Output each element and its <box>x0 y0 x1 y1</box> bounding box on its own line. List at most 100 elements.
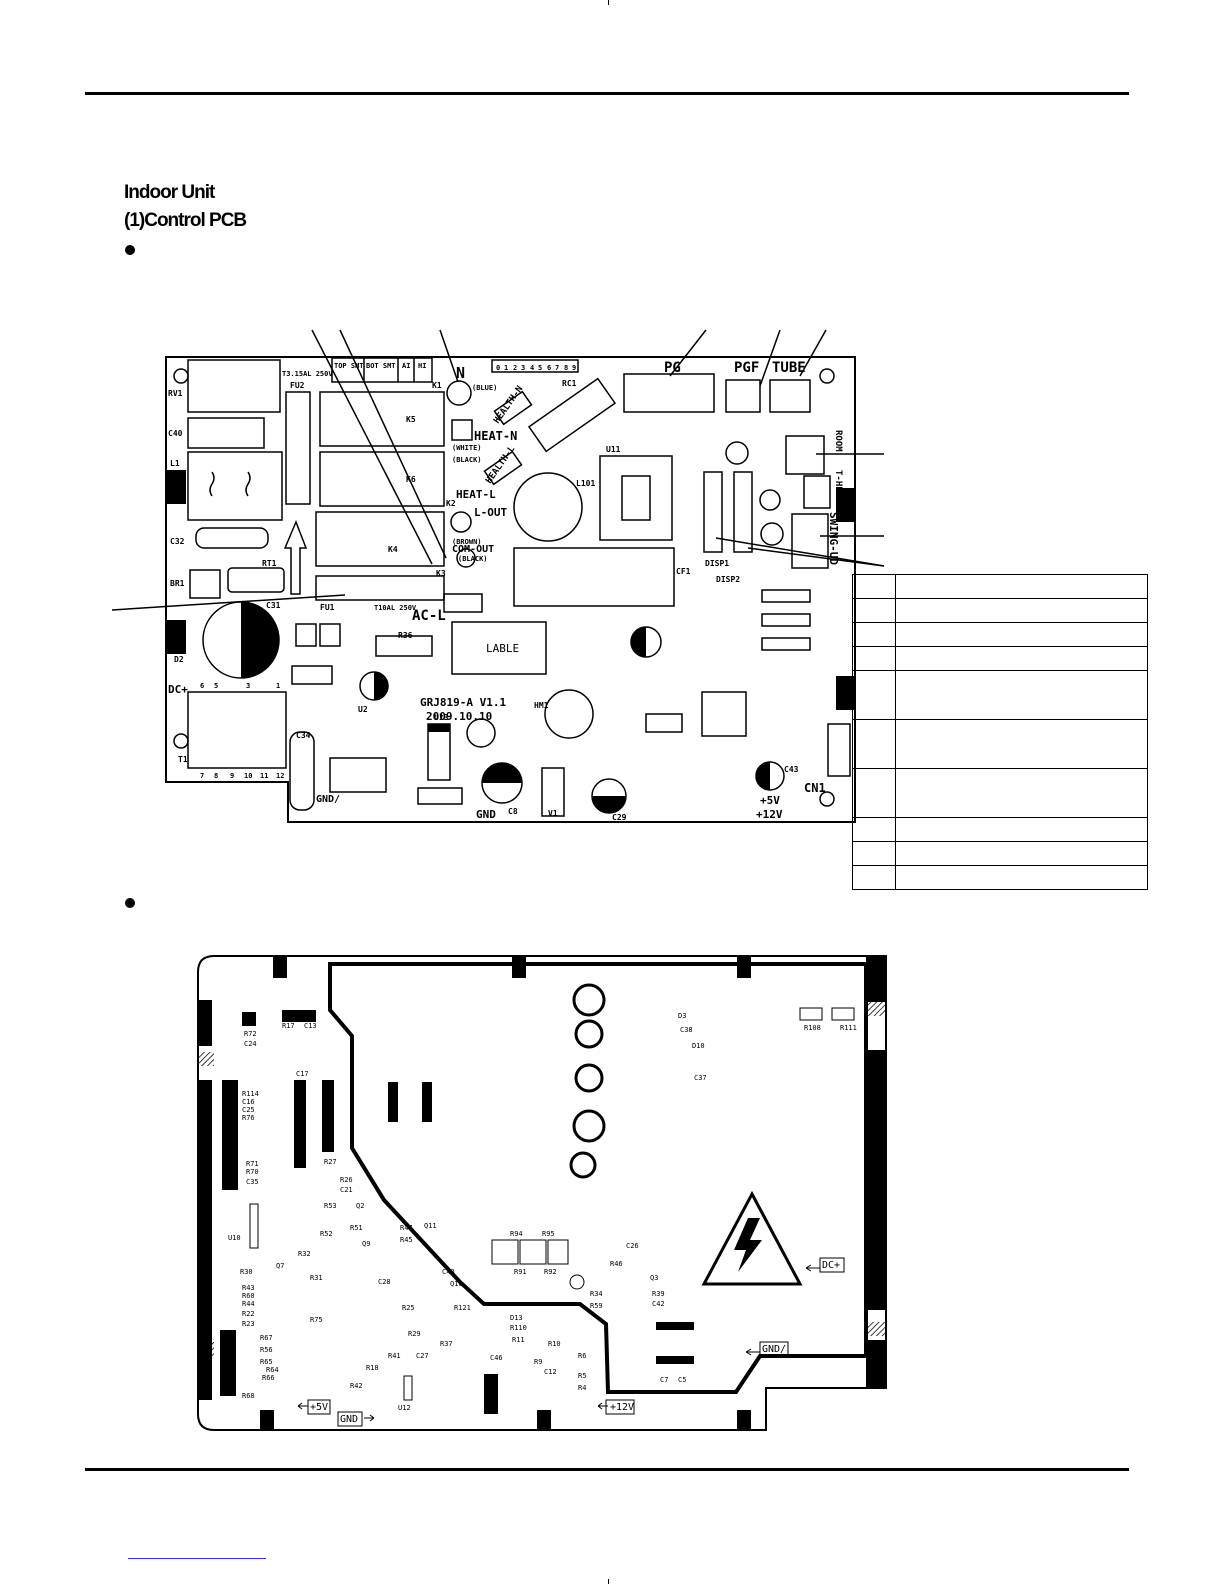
label-c29: C29 <box>612 813 627 822</box>
label-l-out: L-OUT <box>474 506 507 519</box>
label-r68: R68 <box>242 1392 255 1400</box>
label-dc-plus-bottom: DC+ <box>822 1260 840 1271</box>
jumper-0: 0 <box>496 364 500 372</box>
label-t-heat: T-HEAT <box>833 470 843 503</box>
label-q7: Q7 <box>276 1262 284 1270</box>
label-r111: R111 <box>840 1024 857 1032</box>
label-u11: U11 <box>606 445 621 454</box>
label-r47: R47 <box>400 1224 413 1232</box>
label-model: GRJ819-A V1.1 <box>420 696 506 709</box>
legend-row <box>852 574 1148 599</box>
pin-6: 6 <box>200 682 204 690</box>
label-r91: R91 <box>514 1268 527 1276</box>
label-r22: R22 <box>242 1310 255 1318</box>
label-gnd: GND <box>476 808 496 821</box>
pin-7: 7 <box>200 772 204 780</box>
label-r37: R37 <box>440 1340 453 1348</box>
label-r23: R23 <box>242 1320 255 1328</box>
label-r76: R76 <box>242 1114 255 1122</box>
label-r110: R110 <box>510 1324 527 1332</box>
label-cf1: CF1 <box>676 567 691 576</box>
label-c24: C24 <box>244 1040 257 1048</box>
label-r25: R25 <box>402 1304 415 1312</box>
label-r6: R6 <box>578 1352 586 1360</box>
label-t1: T1 <box>178 755 188 764</box>
label-c17: C17 <box>296 1070 309 1078</box>
label-r30: R30 <box>240 1268 253 1276</box>
label-c16: C16 <box>242 1098 255 1106</box>
switch-label-hi: HI <box>418 362 426 370</box>
legend-row <box>852 646 1148 671</box>
label-r67: R67 <box>260 1334 273 1342</box>
label-u12: U12 <box>398 1404 411 1412</box>
label-r64: R64 <box>266 1366 279 1374</box>
label-r29: R29 <box>408 1330 421 1338</box>
pin-8: 8 <box>214 772 218 780</box>
jumper-2: 2 <box>513 364 517 372</box>
jumper-8: 8 <box>564 364 568 372</box>
pin-1: 1 <box>276 682 280 690</box>
crop-mark-top <box>608 0 609 5</box>
label-c27: C27 <box>416 1352 429 1360</box>
label-u10: U10 <box>228 1234 241 1242</box>
pin-5: 5 <box>214 682 218 690</box>
label-r51: R51 <box>350 1224 363 1232</box>
label-q9: Q9 <box>362 1240 370 1248</box>
pin-12: 12 <box>276 772 284 780</box>
pin-10: 10 <box>244 772 252 780</box>
label-r11: R11 <box>512 1336 525 1344</box>
label-br1: BR1 <box>170 579 185 588</box>
label-q3: Q3 <box>650 1274 658 1282</box>
label-r10: R10 <box>548 1340 561 1348</box>
label-PGF: PGF <box>734 360 759 376</box>
label-disp2: DISP2 <box>716 575 740 584</box>
label-r56: R56 <box>260 1346 273 1354</box>
label-heat-n: HEAT-N <box>474 429 517 443</box>
label-u2: U2 <box>358 705 368 714</box>
label-k2: K2 <box>446 499 456 508</box>
legend-row <box>852 841 1148 866</box>
jumper-5: 5 <box>538 364 542 372</box>
label-q10: Q10 <box>450 1280 463 1288</box>
label-d13: D13 <box>510 1314 523 1322</box>
label-r66: R66 <box>262 1374 275 1382</box>
label-com-out: COM-OUT <box>452 544 494 555</box>
label-gnd-slash-bottom: GND/ <box>762 1344 786 1355</box>
label-r43: R43 <box>242 1284 255 1292</box>
label-k6: K6 <box>406 475 416 484</box>
label-c5: C5 <box>678 1376 686 1384</box>
jumper-3: 3 <box>521 364 525 372</box>
label-c8: C8 <box>508 807 518 816</box>
label-r59: R59 <box>590 1302 603 1310</box>
jumper-4: 4 <box>530 364 534 372</box>
legend-row <box>852 622 1148 647</box>
label-r41: R41 <box>388 1352 401 1360</box>
label-r60: R60 <box>242 1292 255 1300</box>
label-q2: Q2 <box>356 1202 364 1210</box>
label-c43: C43 <box>784 765 799 774</box>
label-room: ROOM <box>833 430 843 452</box>
label-rt1: RT1 <box>262 559 277 568</box>
label-r45: R45 <box>400 1236 413 1244</box>
footer-link-underline[interactable] <box>128 1558 266 1559</box>
label-5v: +5V <box>760 794 780 807</box>
label-c40: C40 <box>168 429 183 438</box>
label-r114: R114 <box>242 1090 259 1098</box>
label-r31: R31 <box>310 1274 323 1282</box>
label-c7: C7 <box>660 1376 668 1384</box>
footer-rule <box>85 1468 1129 1471</box>
pin-3: 3 <box>246 682 250 690</box>
legend-row <box>852 817 1148 842</box>
label-l101: L101 <box>576 479 595 488</box>
label-rv1: RV1 <box>168 389 183 398</box>
label-12v: +12V <box>756 808 783 821</box>
label-c12: C12 <box>544 1368 557 1376</box>
label-u13: U13 <box>434 713 449 722</box>
legend-row <box>852 865 1148 890</box>
label-c13: C13 <box>304 1022 317 1030</box>
legend-row <box>852 719 1148 769</box>
label-disp1: DISP1 <box>705 559 729 568</box>
section-title: Indoor Unit <box>124 182 215 203</box>
label-black-2: (BLACK) <box>458 555 488 563</box>
label-r18: R18 <box>366 1364 379 1372</box>
